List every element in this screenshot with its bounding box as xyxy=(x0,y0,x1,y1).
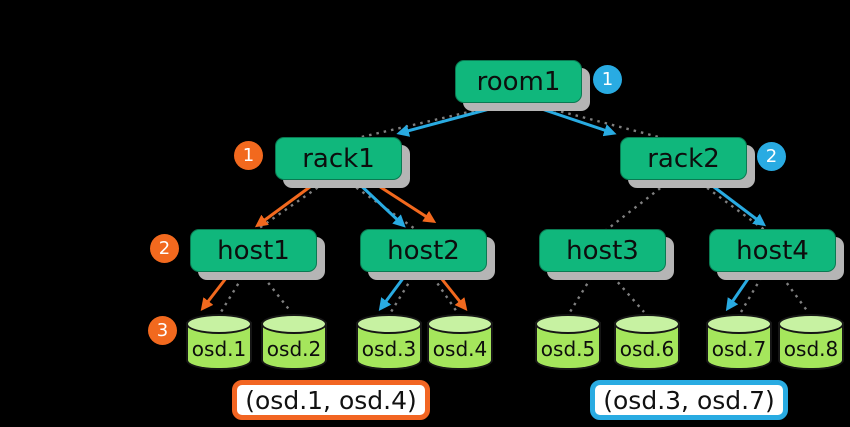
node-label: osd.1 xyxy=(191,337,247,361)
edge-host4-osd8 xyxy=(777,270,809,313)
arrow-blue-room1-rack1 xyxy=(396,102,509,137)
node-label: rack1 xyxy=(302,143,375,174)
cylinder-top xyxy=(614,314,680,334)
edge-rack2-host4 xyxy=(694,178,767,232)
edge-host3-osd5 xyxy=(568,270,597,313)
tree-edges xyxy=(219,102,809,313)
node-host1: host1 xyxy=(190,229,317,272)
edge-host1-osd2 xyxy=(258,270,292,313)
edge-host4-osd7 xyxy=(739,270,767,313)
blue-selection-arrows xyxy=(354,102,767,312)
node-label: host4 xyxy=(736,235,809,266)
cylinder-top xyxy=(427,314,493,334)
node-osd-8: osd.8 xyxy=(778,314,844,372)
node-label: host1 xyxy=(217,235,290,266)
step-badge-blue-2: 2 xyxy=(757,142,786,171)
cylinder-top xyxy=(706,314,772,334)
cylinder-top xyxy=(261,314,327,334)
node-osd-5: osd.5 xyxy=(535,314,601,372)
arrow-orange-host1-osd1 xyxy=(200,272,232,311)
node-label: room1 xyxy=(476,66,561,97)
arrow-blue-room1-rack2 xyxy=(526,102,617,137)
step-badge-orange-2: 2 xyxy=(150,234,179,263)
edge-host2-osd4 xyxy=(428,270,458,313)
node-label: osd.8 xyxy=(783,337,839,361)
cylinder-top xyxy=(356,314,422,334)
badge-number: 2 xyxy=(765,145,778,167)
node-label: osd.5 xyxy=(540,337,596,361)
edge-room1-rack2 xyxy=(531,102,679,144)
result-blue-selection: (osd.3, osd.7) xyxy=(590,380,788,420)
arrow-orange-rack1-host2 xyxy=(370,179,437,224)
edge-host2-osd3 xyxy=(389,270,418,313)
node-label: rack2 xyxy=(647,143,720,174)
node-osd-6: osd.6 xyxy=(614,314,680,372)
edge-rack1-host1 xyxy=(254,178,331,232)
step-badge-orange-3: 3 xyxy=(148,316,177,345)
orange-selection-arrows xyxy=(200,179,468,311)
node-osd-7: osd.7 xyxy=(706,314,772,372)
node-osd-1: osd.1 xyxy=(186,314,252,372)
badge-number: 1 xyxy=(242,144,255,166)
node-label: osd.3 xyxy=(361,337,417,361)
arrow-blue-rack2-host4 xyxy=(705,179,767,227)
node-rack1: rack1 xyxy=(275,137,402,180)
node-host4: host4 xyxy=(709,229,836,272)
node-osd-4: osd.4 xyxy=(427,314,493,372)
arrow-blue-rack1-host2 xyxy=(354,179,406,228)
cylinder-top xyxy=(186,314,252,334)
edge-room1-rack1 xyxy=(339,102,504,144)
node-label: host2 xyxy=(387,235,460,266)
edge-host1-osd1 xyxy=(219,270,248,313)
node-host2: host2 xyxy=(360,229,487,272)
arrow-blue-host2-osd3 xyxy=(378,272,409,312)
node-rack2: rack2 xyxy=(620,137,747,180)
arrow-blue-host4-osd7 xyxy=(725,272,754,312)
node-host3: host3 xyxy=(539,229,666,272)
edge-host3-osd6 xyxy=(607,270,645,313)
node-osd-2: osd.2 xyxy=(261,314,327,372)
node-label: osd.7 xyxy=(711,337,767,361)
step-badge-orange-1: 1 xyxy=(234,141,263,170)
cylinder-top xyxy=(778,314,844,334)
badge-number: 1 xyxy=(601,68,614,90)
node-label: osd.2 xyxy=(266,337,322,361)
edge-rack2-host3 xyxy=(604,178,673,232)
badge-number: 3 xyxy=(156,319,169,341)
node-osd-3: osd.3 xyxy=(356,314,422,372)
cylinder-top xyxy=(535,314,601,334)
result-label: (osd.3, osd.7) xyxy=(603,385,775,415)
badge-number: 2 xyxy=(158,237,171,259)
node-label: osd.6 xyxy=(619,337,675,361)
result-orange-selection: (osd.1, osd.4) xyxy=(232,380,430,420)
arrow-orange-host2-osd4 xyxy=(435,272,468,311)
node-label: osd.4 xyxy=(432,337,488,361)
node-label: host3 xyxy=(566,235,639,266)
arrow-orange-rack1-host1 xyxy=(254,179,319,228)
step-badge-blue-1: 1 xyxy=(593,65,622,94)
node-room1: room1 xyxy=(455,60,582,103)
result-label: (osd.1, osd.4) xyxy=(245,385,417,415)
